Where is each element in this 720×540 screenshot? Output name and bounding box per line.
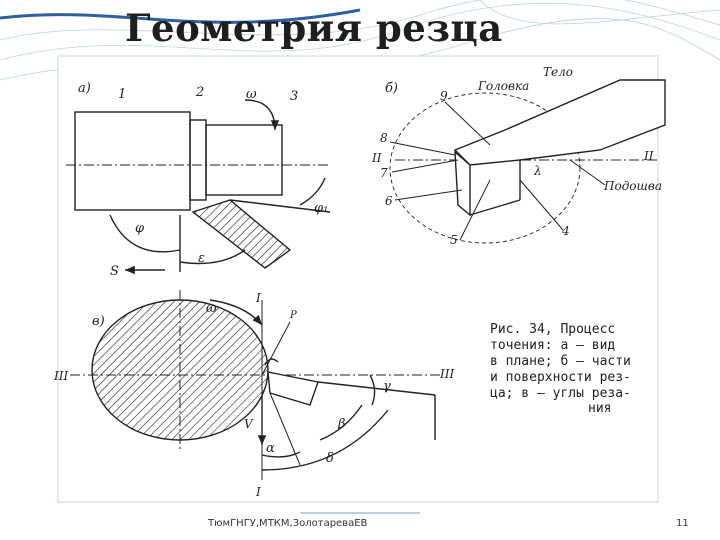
accent-curve	[0, 8, 361, 24]
force-line	[261, 321, 291, 376]
angle-arc-gamma	[369, 374, 376, 406]
label-8: 8	[380, 131, 388, 145]
label-II-left: II	[371, 151, 382, 165]
label-lambda: λ	[533, 164, 542, 178]
page-number: 11	[676, 518, 689, 529]
flank-line	[269, 392, 301, 466]
label-I-bottom: I	[255, 485, 261, 499]
figure-v-labels: в) ω I P III III γ β V α δ I	[53, 291, 454, 499]
leader-base	[569, 159, 606, 186]
aux-edge-line	[229, 199, 331, 213]
rotation-arrow-v	[209, 299, 263, 326]
label-omega-a: ω	[246, 87, 257, 102]
label-I-top: I	[255, 291, 261, 305]
label-6: 6	[385, 194, 393, 208]
label-9: 9	[440, 89, 448, 103]
angle-arc-delta	[261, 409, 389, 471]
tool-base	[469, 199, 521, 216]
panel-label-b: б)	[385, 81, 398, 96]
label-7: 7	[380, 166, 388, 180]
leader-6	[394, 189, 463, 201]
angle-arc-eps	[179, 249, 246, 265]
label-2: 2	[195, 85, 204, 100]
panel-label-v: в)	[92, 314, 105, 329]
leader-9	[444, 101, 491, 146]
label-omega-v: ω	[206, 301, 217, 316]
workpiece-blank	[74, 111, 191, 211]
caption-line-6: ния	[588, 401, 611, 416]
label-5: 5	[450, 233, 458, 247]
label-P: P	[289, 310, 297, 321]
label-II-right: II	[643, 149, 654, 163]
slide-title: Геометрия резца	[125, 6, 503, 50]
figure-caption: Рис. 34, Процесс точения: а — вид в план…	[490, 322, 631, 416]
leader-4	[519, 179, 564, 231]
label-phi1: φ₁	[314, 201, 328, 216]
leader-5	[459, 179, 491, 241]
chip-curl	[264, 358, 279, 366]
leader-8	[389, 141, 456, 156]
label-4: 4	[561, 224, 570, 238]
label-base: Подошва	[603, 179, 662, 193]
cutter-v	[267, 371, 319, 406]
label-S: S	[110, 264, 119, 279]
angle-arc-phi	[109, 214, 181, 253]
label-phi: φ	[135, 221, 145, 236]
caption-line-1: Рис. 34, Процесс	[490, 322, 615, 337]
section-circle	[389, 92, 581, 244]
figure-b-labels: б) Тело Головка 9 8 II 7 6 5 4 II Подошв…	[371, 65, 662, 247]
label-head: Головка	[477, 79, 529, 93]
label-delta: δ	[326, 451, 334, 466]
label-III-right: III	[439, 367, 454, 381]
label-gamma: γ	[383, 379, 391, 394]
label-3: 3	[290, 89, 298, 104]
figure-b	[389, 79, 666, 244]
rotation-arrow	[244, 99, 280, 131]
label-alpha: α	[266, 441, 275, 456]
label-epsilon: ε	[198, 251, 205, 266]
angle-arc-beta	[319, 404, 363, 441]
workpiece-machined	[205, 124, 283, 196]
cutter-shank-top	[317, 381, 436, 396]
tool-body	[453, 79, 666, 166]
label-beta: β	[337, 417, 346, 432]
label-body: Тело	[543, 65, 573, 79]
workpiece-step	[189, 119, 207, 201]
cutter-a	[191, 199, 292, 269]
panel-label-a: а)	[78, 81, 91, 96]
caption-line-2: точения: а — вид	[490, 338, 615, 353]
caption-line-3: в плане; б — части	[490, 354, 631, 369]
caption-line-5: ца; в — углы реза-	[490, 386, 631, 401]
figure-v	[70, 290, 440, 480]
leader-7	[391, 159, 459, 173]
label-III-left: III	[53, 369, 68, 383]
footer-author: ТюмГНГУ,МТКМ,ЗолотареваЕВ	[208, 518, 368, 529]
caption-line-4: и поверхности рез-	[490, 370, 631, 385]
angle-arc-alpha	[261, 451, 301, 458]
figure-a-labels: а) 1 2 ω 3 φ₁ φ ε S	[78, 81, 328, 279]
label-V: V	[244, 417, 254, 431]
figure-a	[66, 99, 331, 275]
angle-arc-phi1	[299, 177, 326, 206]
label-1: 1	[118, 87, 126, 102]
